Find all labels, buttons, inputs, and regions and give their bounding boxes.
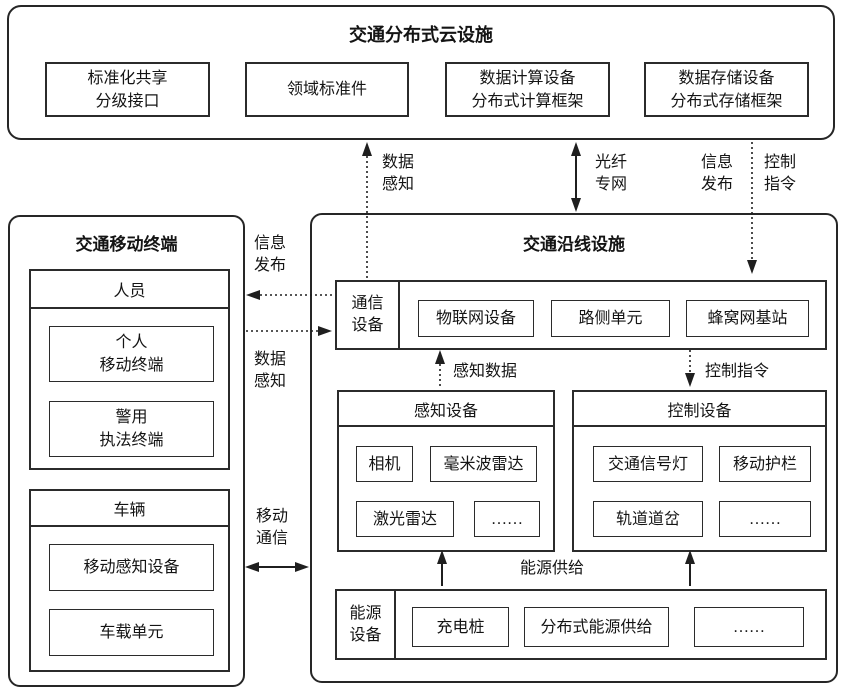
label-fiber-network: 光纤 专网	[595, 154, 628, 193]
label-mobile-comm: 移动 通信	[256, 508, 289, 547]
label-control-cmd-top: 控制 指令	[764, 154, 797, 193]
cloud-item-computing-framework: 数据计算设备 分布式计算框架	[445, 62, 610, 117]
arrow-mobile-comm-double	[245, 562, 309, 572]
label-energy-supply: 能源供给	[520, 560, 585, 577]
item-distributed-energy-supply: 分布式能源供给	[524, 607, 669, 647]
item-sensing-ellipsis: ……	[474, 501, 540, 537]
group-vehicle-header: 车辆	[31, 491, 228, 527]
group-vehicle: 车辆 移动感知设备 车载单元	[29, 489, 230, 672]
control-equipment-box: 控制设备 交通信号灯 移动护栏 轨道道岔 ……	[572, 390, 827, 552]
group-personnel: 人员 个人 移动终端 警用 执法终端	[29, 269, 230, 470]
item-movable-barrier: 移动护栏	[719, 446, 811, 482]
item-iot-device: 物联网设备	[418, 300, 534, 337]
item-traffic-light: 交通信号灯	[593, 446, 703, 482]
label-sense-data: 感知数据	[453, 363, 518, 380]
item-control-ellipsis: ……	[719, 501, 811, 537]
cloud-item-standard-interface: 标准化共享 分级接口	[45, 62, 210, 117]
energy-equipment-label: 能源 设备	[337, 591, 396, 658]
label-info-publish-left: 信息 发布	[254, 235, 287, 274]
item-mobile-sensing-device: 移动感知设备	[49, 544, 214, 591]
sensing-equipment-box: 感知设备 相机 毫米波雷达 激光雷达 ……	[337, 390, 555, 552]
mobile-terminal-title: 交通移动终端	[75, 235, 178, 254]
mobile-terminal-box: 交通移动终端 人员 个人 移动终端 警用 执法终端 车辆 移动感知设备 车载单元	[8, 215, 245, 687]
label-info-publish-top: 信息 发布	[701, 154, 734, 193]
energy-equipment-row: 能源 设备 充电桩 分布式能源供给 ……	[335, 589, 827, 660]
roadside-facility-title: 交通沿线设施	[523, 235, 625, 254]
roadside-facility-box: 交通沿线设施 通信 设备 物联网设备 路侧单元 蜂窝网基站 感知设备 相机 毫米…	[310, 213, 838, 683]
item-police-terminal: 警用 执法终端	[49, 401, 214, 457]
item-mmwave-radar: 毫米波雷达	[430, 446, 537, 482]
cloud-facility-title: 交通分布式云设施	[349, 25, 493, 45]
item-camera: 相机	[356, 446, 413, 482]
label-control-cmd-mid: 控制指令	[705, 363, 770, 380]
group-personnel-header: 人员	[31, 271, 228, 309]
item-onboard-unit: 车载单元	[49, 609, 214, 656]
comm-equipment-row: 通信 设备 物联网设备 路侧单元 蜂窝网基站	[335, 280, 827, 350]
sensing-equipment-header: 感知设备	[339, 392, 553, 427]
item-roadside-unit: 路侧单元	[551, 300, 670, 337]
cloud-facility-box: 交通分布式云设施 标准化共享 分级接口 领域标准件 数据计算设备 分布式计算框架…	[7, 5, 835, 140]
item-charging-pile: 充电桩	[412, 607, 509, 647]
comm-equipment-label: 通信 设备	[337, 282, 400, 348]
label-data-sense-top: 数据 感知	[382, 154, 415, 193]
item-rail-switch: 轨道道岔	[593, 501, 703, 537]
cloud-item-domain-standard-parts: 领域标准件	[245, 62, 409, 117]
arrow-fiber-double	[571, 142, 581, 212]
cloud-item-storage-framework: 数据存储设备 分布式存储框架	[644, 62, 809, 117]
item-lidar: 激光雷达	[356, 501, 454, 537]
control-equipment-header: 控制设备	[574, 392, 825, 427]
item-personal-mobile-terminal: 个人 移动终端	[49, 326, 214, 382]
item-energy-ellipsis: ……	[694, 607, 804, 647]
label-data-sense-left: 数据 感知	[254, 351, 287, 390]
item-cellular-base-station: 蜂窝网基站	[686, 300, 809, 337]
